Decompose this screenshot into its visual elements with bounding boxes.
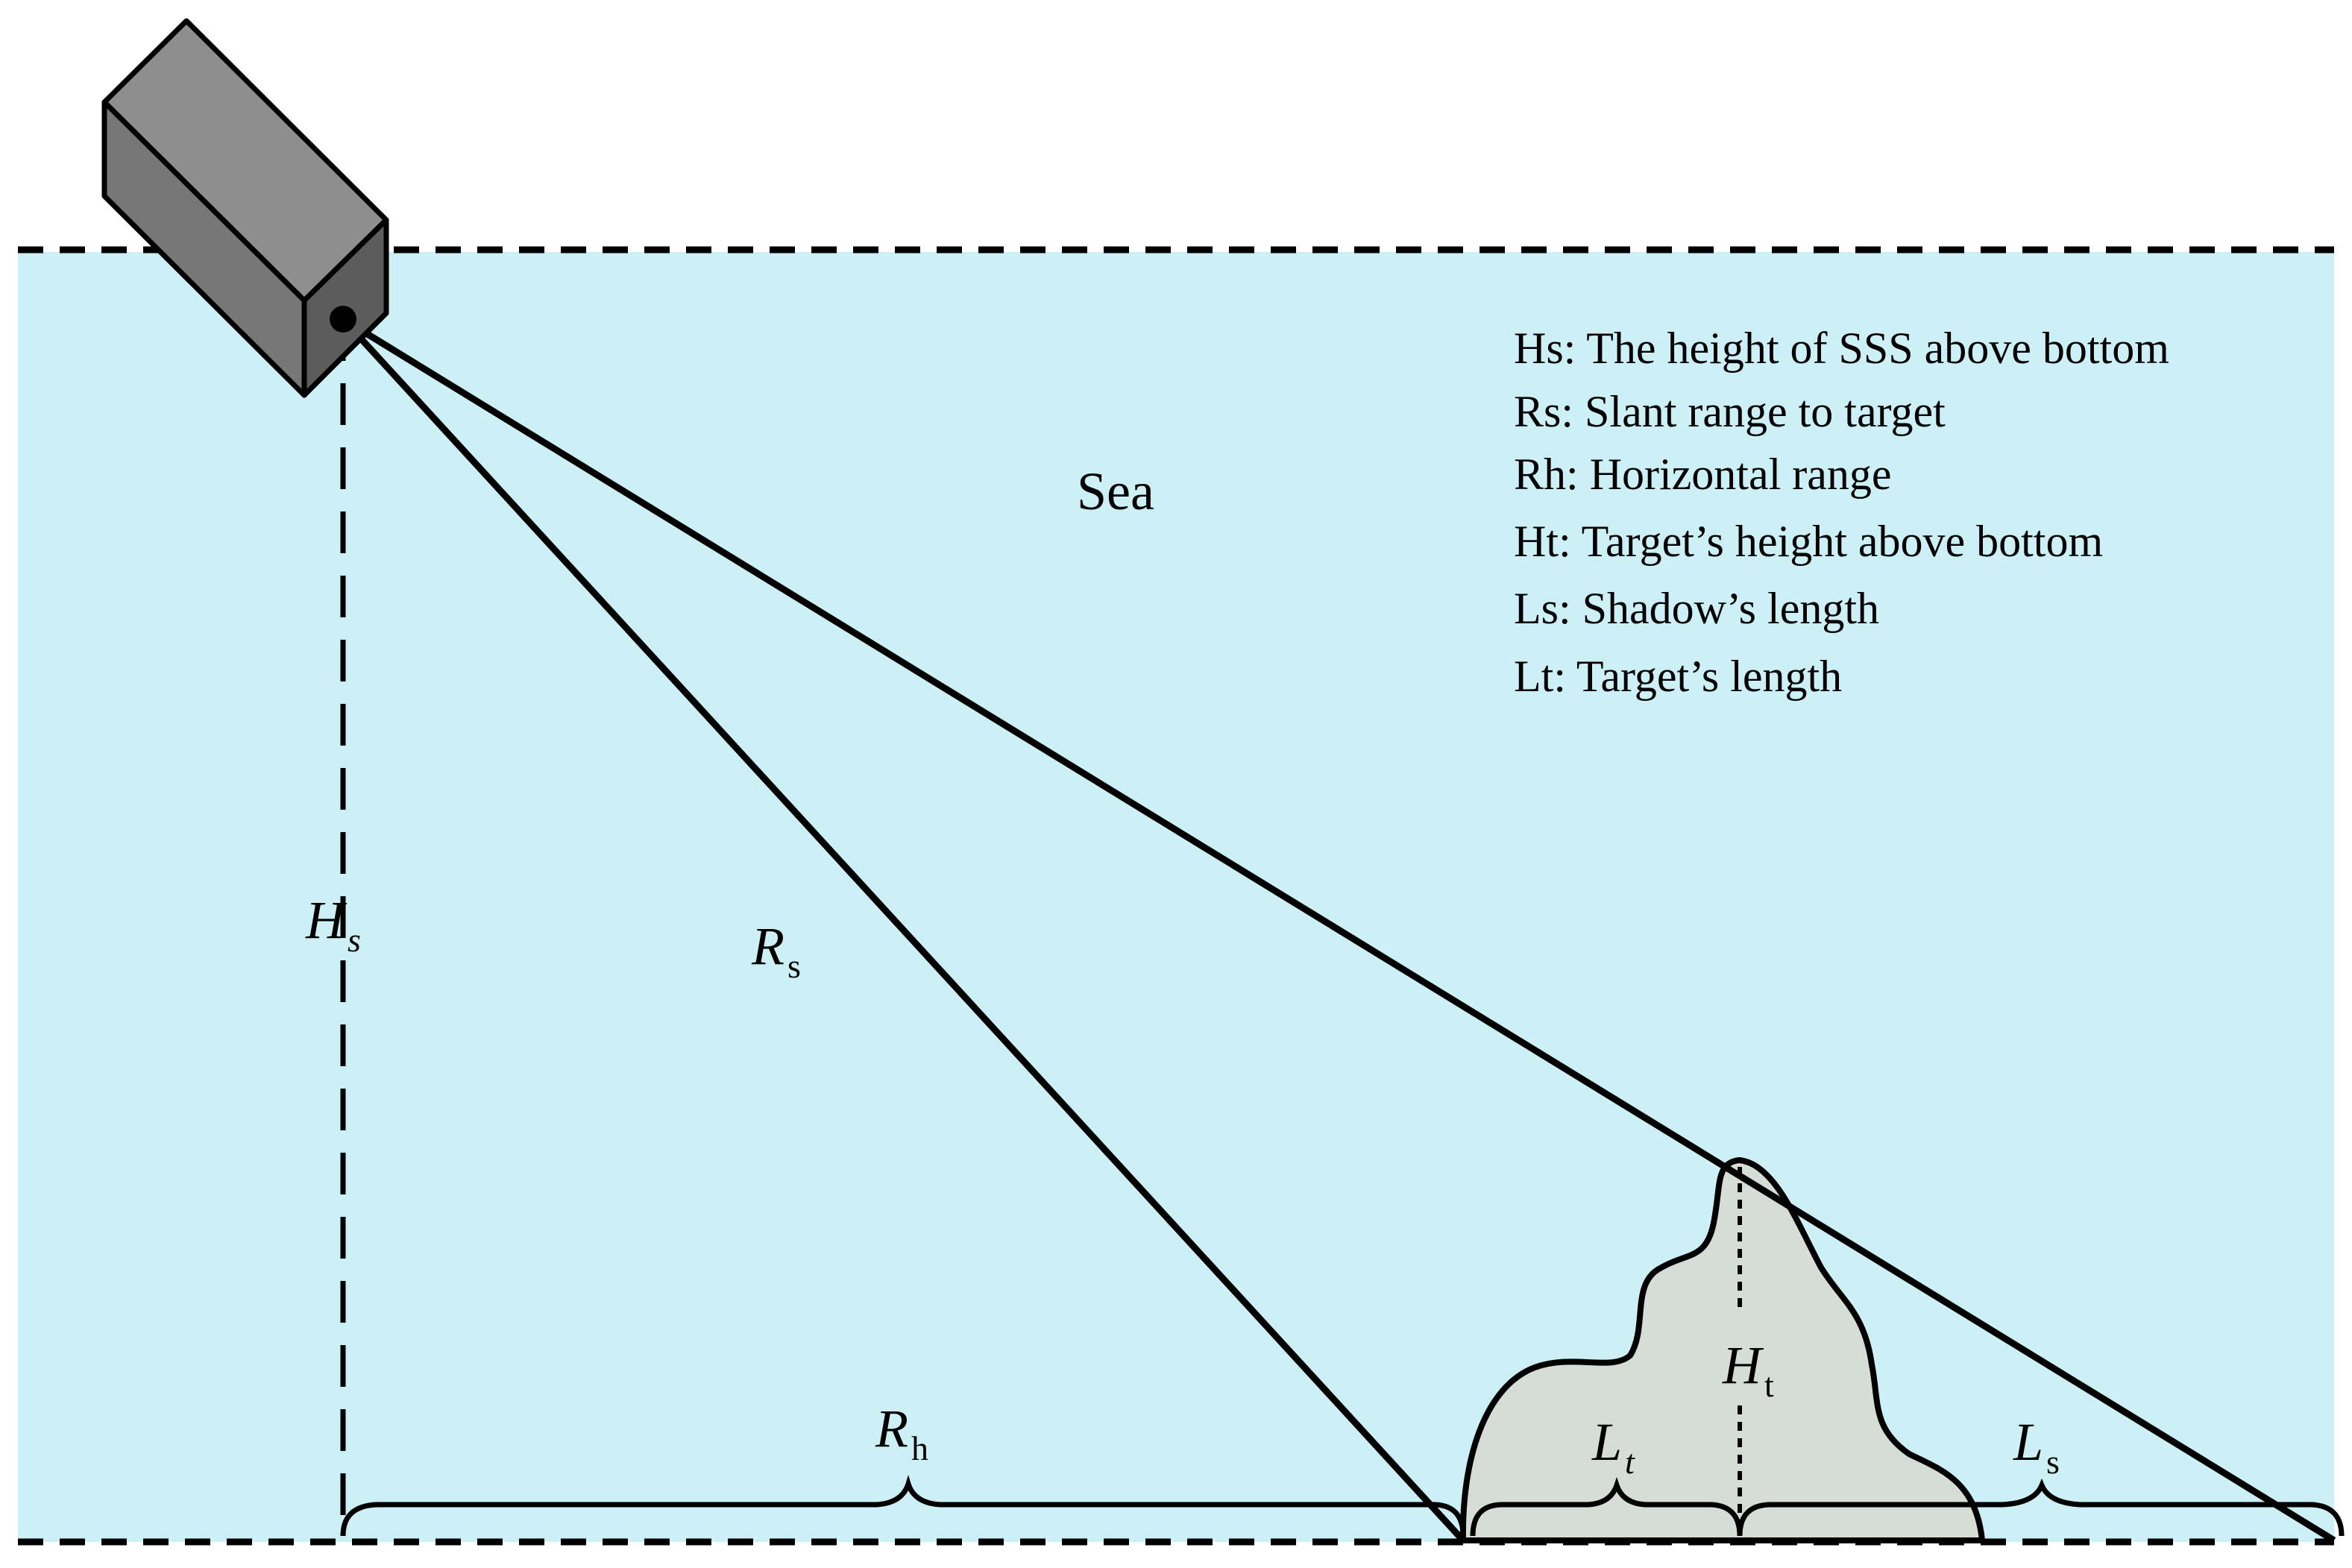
lt-label: Lt <box>1591 1412 1635 1481</box>
slant-range-beam <box>340 316 1466 1543</box>
lt-brace <box>1470 1476 1743 1537</box>
legend-item-hs: Hs: The height of SSS above bottom <box>1514 324 2169 373</box>
sea-region <box>18 252 2334 1542</box>
legend: Hs: The height of SSS above bottom Rs: S… <box>1514 324 2169 701</box>
ht-label: Ht <box>1722 1335 1774 1404</box>
ls-brace <box>1737 1478 2345 1537</box>
sea-label: Sea <box>1077 462 1154 521</box>
sonar-transducer <box>330 306 356 333</box>
legend-item-rs: Rs: Slant range to target <box>1514 387 1946 436</box>
legend-item-lt: Lt: Target’s length <box>1514 652 1842 701</box>
rh-label: Rh <box>875 1399 928 1467</box>
legend-item-ht: Ht: Target’s height above bottom <box>1514 517 2103 566</box>
hs-label: Hs <box>305 890 361 959</box>
legend-item-ls: Ls: Shadow’s length <box>1514 584 1879 633</box>
side-scan-sonar-box-icon <box>101 18 389 398</box>
rh-brace <box>340 1475 1466 1537</box>
ls-label: Ls <box>2013 1412 2060 1481</box>
shadow-edge-beam <box>341 316 2336 1543</box>
legend-item-rh: Rh: Horizontal range <box>1514 450 1892 499</box>
target-mound <box>1459 1156 1986 1543</box>
rs-label: Rs <box>751 916 801 985</box>
